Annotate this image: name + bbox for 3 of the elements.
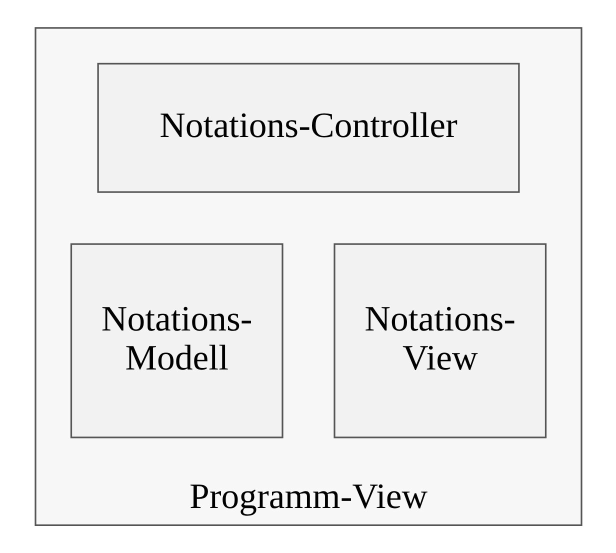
- node-box: Notations- View: [333, 243, 546, 438]
- node-box: Notations- Modell: [70, 243, 283, 438]
- node-box: Notations-Controller: [96, 62, 520, 193]
